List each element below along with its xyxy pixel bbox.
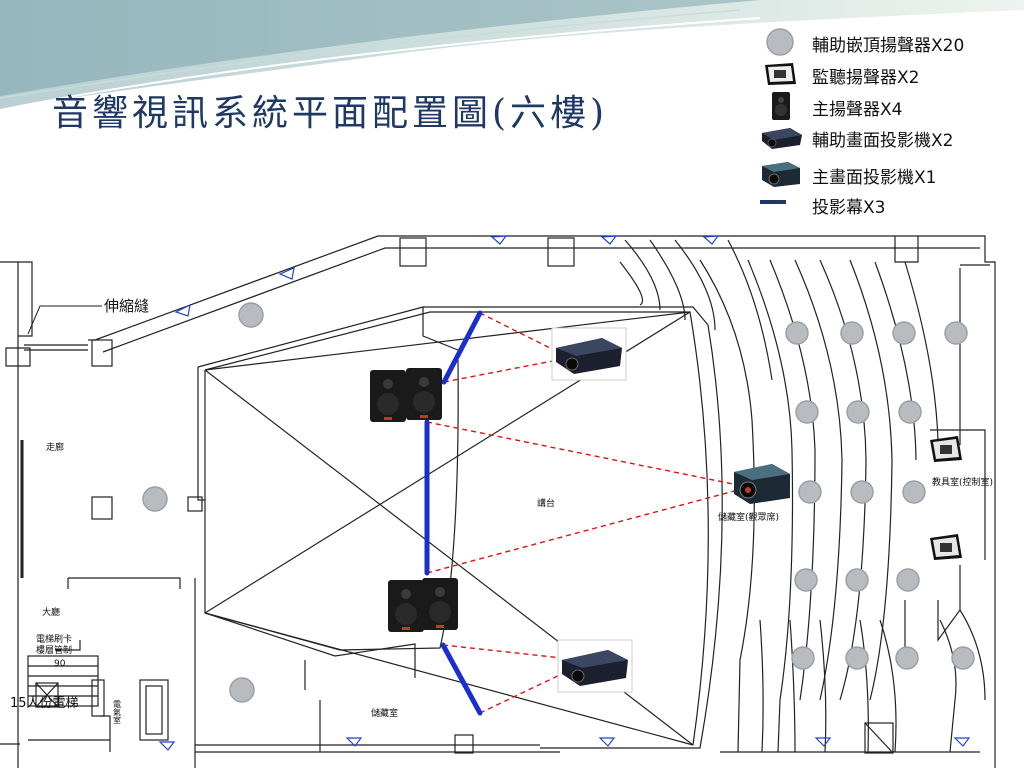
- label-floor-control: 樓層管制: [36, 644, 72, 656]
- main-projector-icon: [762, 162, 800, 187]
- label-stage: 講台: [537, 497, 555, 509]
- ceiling-speaker-icon: [840, 321, 864, 345]
- ceiling-speaker-icon: [794, 568, 818, 592]
- ceiling-speaker-icon: [895, 646, 919, 670]
- ceiling-speaker-icon: [896, 568, 920, 592]
- ceiling-speaker-icon: [238, 302, 264, 328]
- walls: [0, 235, 996, 768]
- main-speaker-icon: [406, 368, 442, 420]
- label-storage-booth: 儲藏室(觀眾席): [718, 511, 779, 523]
- label-number-90: 90: [54, 659, 66, 669]
- aux-projector-icon: [762, 128, 802, 149]
- header-wave-decoration: [0, 0, 1024, 111]
- ceiling-speaker-icon: [845, 568, 869, 592]
- aux-projector-bottom: [557, 639, 633, 693]
- main-speaker-icon: [388, 580, 424, 632]
- projection-beams: [426, 312, 739, 714]
- main-speaker-icon: [422, 578, 458, 630]
- ceiling-speaker-icon: [142, 486, 168, 512]
- ceiling-speaker-icon: [785, 321, 809, 345]
- ceiling-speaker-icon: [791, 646, 815, 670]
- monitor-speaker-top: [930, 436, 962, 462]
- legend-label: 輔助嵌頂揚聲器X20: [812, 36, 965, 56]
- main-speaker-icon: [370, 370, 406, 422]
- ceiling-speaker-icon: [944, 321, 968, 345]
- label-elevator-card: 電梯刷卡: [36, 633, 72, 645]
- legend-label: 主畫面投影機X1: [812, 168, 937, 188]
- label-electric-room: 電氣室: [113, 700, 122, 724]
- projection-screen-icon: [440, 642, 483, 716]
- label-elevator-15: 15人份電梯: [10, 696, 79, 711]
- label-hall: 大廳: [42, 606, 60, 618]
- ceiling-speaker-icon: [846, 400, 870, 424]
- projection-screen-icon: [441, 310, 483, 385]
- monitor-speaker-bottom: [930, 534, 962, 560]
- label-corridor: 走廊: [46, 441, 64, 453]
- ceiling-speaker-icon: [898, 400, 922, 424]
- label-expansion-joint: 伸縮縫: [104, 297, 149, 315]
- monitor-speaker-icon: [765, 63, 796, 85]
- projection-screen-icon: [760, 200, 786, 204]
- ceiling-speaker-icon: [902, 480, 926, 504]
- floor-plan: 伸縮縫 走廊 大廳 電梯刷卡 樓層管制 90 15人份電梯 電氣室 講台 儲藏室…: [0, 235, 996, 768]
- page-title: 音響視訊系統平面配置圖(六樓): [52, 93, 609, 134]
- ceiling-speaker-icon: [951, 646, 975, 670]
- ceiling-speaker-icon: [229, 677, 255, 703]
- wall-mount-markers: [158, 235, 971, 751]
- projection-screens: [424, 310, 483, 716]
- leader-line: [27, 305, 102, 335]
- main-projector: [734, 464, 790, 504]
- label-storage: 儲藏室: [371, 707, 398, 719]
- ceiling-speakers: [142, 302, 975, 703]
- aux-projector-top: [551, 327, 627, 381]
- legend-label: 監聽揚聲器X2: [812, 68, 920, 88]
- ceiling-speaker-icon: [845, 646, 869, 670]
- legend-label: 投影幕X3: [812, 198, 886, 218]
- ceiling-speaker-icon: [766, 28, 794, 56]
- label-control-room: 教具室(控制室): [932, 476, 993, 488]
- ceiling-speaker-icon: [892, 321, 916, 345]
- main-speaker-icon: [772, 92, 790, 120]
- legend-label: 輔助畫面投影機X2: [812, 131, 954, 151]
- ceiling-speaker-icon: [795, 400, 819, 424]
- ceiling-speaker-icon: [798, 480, 822, 504]
- ceiling-speaker-icon: [850, 480, 874, 504]
- main-speakers: [370, 368, 458, 632]
- legend-label: 主揚聲器X4: [812, 100, 903, 120]
